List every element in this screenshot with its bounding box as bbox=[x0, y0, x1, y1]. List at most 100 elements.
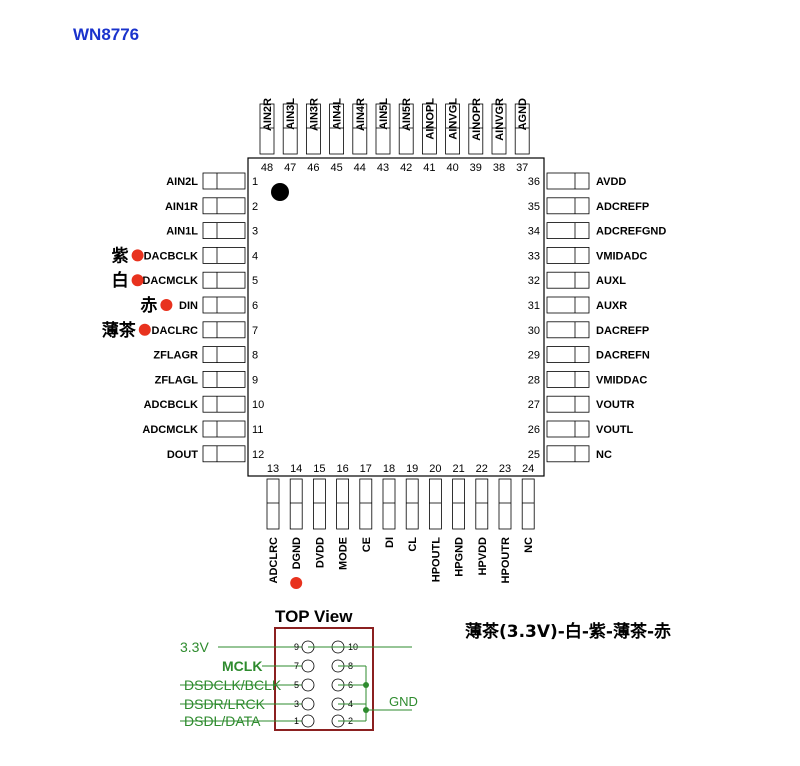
pin-number-bottom: 17 bbox=[360, 463, 372, 475]
pin-number-bottom: 21 bbox=[452, 463, 464, 475]
pin-name-right: NC bbox=[596, 449, 612, 461]
pin-number-left: 3 bbox=[252, 226, 258, 238]
pin-number-right: 28 bbox=[528, 374, 540, 386]
pin-number-left: 6 bbox=[252, 300, 258, 312]
pin-pad-bottom bbox=[452, 478, 466, 530]
pin-number-bottom: 15 bbox=[313, 463, 325, 475]
pin-name-top: AINOPL bbox=[424, 98, 436, 140]
pin-pad-top bbox=[514, 103, 530, 155]
pin-pad-left bbox=[202, 445, 246, 463]
pin-name-top: AINVGL bbox=[448, 98, 460, 140]
pin-pad-top bbox=[352, 103, 368, 155]
pin-number-top: 39 bbox=[470, 162, 482, 174]
pin-number-top: 48 bbox=[261, 162, 273, 174]
pin-pad-right bbox=[546, 197, 590, 215]
connector-signal-label: MCLK bbox=[222, 658, 262, 674]
pin-name-right: AVDD bbox=[596, 176, 626, 188]
pin-number-right: 29 bbox=[528, 350, 540, 362]
pin-pad-left bbox=[202, 346, 246, 364]
pin-pad-right bbox=[546, 296, 590, 314]
pin-number-top: 44 bbox=[354, 162, 366, 174]
pin-name-left: DACMCLK bbox=[142, 275, 198, 287]
pin-name-bottom: HPOUTL bbox=[430, 537, 442, 583]
pin-pad-right bbox=[546, 395, 590, 413]
pin-pad-left bbox=[202, 197, 246, 215]
gnd-junction-dot bbox=[363, 707, 369, 713]
pin-number-right: 35 bbox=[528, 201, 540, 213]
pin-number-left: 10 bbox=[252, 399, 264, 411]
pin-number-right: 25 bbox=[528, 449, 540, 461]
gnd-label: GND bbox=[389, 694, 418, 709]
pin-number-right: 30 bbox=[528, 325, 540, 337]
pin-number-left: 4 bbox=[252, 250, 258, 262]
pin-pad-left bbox=[202, 296, 246, 314]
pin-number-left: 1 bbox=[252, 176, 258, 188]
pin-name-bottom: CL bbox=[407, 537, 419, 552]
pin-number-right: 27 bbox=[528, 399, 540, 411]
pin-number-top: 41 bbox=[423, 162, 435, 174]
connector-signal-label: 3.3V bbox=[180, 639, 209, 655]
pin-pad-top bbox=[259, 103, 275, 155]
pin-number-left: 2 bbox=[252, 201, 258, 213]
pin-pad-bottom bbox=[289, 478, 303, 530]
connector-pin-hole bbox=[301, 678, 315, 692]
pin-pad-right bbox=[546, 271, 590, 289]
pin-name-right: ADCREFGND bbox=[596, 226, 666, 238]
pin-pad-right bbox=[546, 346, 590, 364]
pin-name-left: ADCBCLK bbox=[144, 399, 198, 411]
pin-number-top: 43 bbox=[377, 162, 389, 174]
pin-name-top: AIN4L bbox=[332, 98, 344, 130]
pin-number-bottom: 13 bbox=[267, 463, 279, 475]
pin-name-top: AIN3L bbox=[285, 98, 297, 130]
pin-name-right: ADCREFP bbox=[596, 201, 649, 213]
pin-name-left: DOUT bbox=[167, 449, 198, 461]
pin-name-right: VOUTR bbox=[596, 399, 635, 411]
connector-pin-hole bbox=[301, 659, 315, 673]
pin-pad-left bbox=[202, 420, 246, 438]
pin-number-bottom: 20 bbox=[429, 463, 441, 475]
pin-pad-top bbox=[468, 103, 484, 155]
pin-pad-right bbox=[546, 420, 590, 438]
pin-name-right: VMIDADC bbox=[596, 250, 647, 262]
pin-number-left: 8 bbox=[252, 350, 258, 362]
pin-pad-bottom bbox=[405, 478, 419, 530]
pin-number-bottom: 22 bbox=[476, 463, 488, 475]
pin-name-right: AUXL bbox=[596, 275, 626, 287]
pin-name-left: ADCMCLK bbox=[142, 424, 198, 436]
connector-pin-hole bbox=[301, 697, 315, 711]
gnd-junction-dot bbox=[363, 682, 369, 688]
pin-name-bottom: MODE bbox=[338, 537, 350, 570]
pin-name-top: AIN5L bbox=[378, 98, 390, 130]
connector-pin-number: 7 bbox=[294, 661, 299, 671]
pin-number-bottom: 18 bbox=[383, 463, 395, 475]
wire-color-label: 赤 bbox=[140, 295, 157, 316]
pin-pad-left bbox=[202, 222, 246, 240]
pin-pad-left bbox=[202, 172, 246, 190]
pin-number-top: 42 bbox=[400, 162, 412, 174]
connector-pin-number: 1 bbox=[294, 716, 299, 726]
pin-name-top: AINVGR bbox=[494, 98, 506, 141]
pin-number-left: 5 bbox=[252, 275, 258, 287]
pin-number-bottom: 19 bbox=[406, 463, 418, 475]
connector-title: TOP View bbox=[275, 607, 353, 626]
pin-name-bottom: DVDD bbox=[314, 537, 326, 568]
pin-pad-left bbox=[202, 370, 246, 388]
pin-name-left: ZFLAGR bbox=[153, 350, 198, 362]
wire-color-label: 白 bbox=[112, 270, 129, 291]
pin-pad-top bbox=[398, 103, 414, 155]
pin-pad-right bbox=[546, 445, 590, 463]
pin-pad-top bbox=[305, 103, 321, 155]
pin-pad-top bbox=[375, 103, 391, 155]
pin-name-bottom: HPVDD bbox=[477, 537, 489, 576]
pin-pad-top bbox=[445, 103, 461, 155]
pin-name-left: DACBCLK bbox=[144, 250, 198, 262]
pin-number-right: 36 bbox=[528, 176, 540, 188]
pin-number-bottom: 23 bbox=[499, 463, 511, 475]
pin-name-bottom: DI bbox=[384, 537, 396, 548]
pin-name-top: AIN5R bbox=[401, 98, 413, 131]
wire-marker-dot bbox=[138, 323, 151, 336]
pin-pad-right bbox=[546, 246, 590, 264]
connector-pin-number: 3 bbox=[294, 699, 299, 709]
pin-number-right: 33 bbox=[528, 250, 540, 262]
